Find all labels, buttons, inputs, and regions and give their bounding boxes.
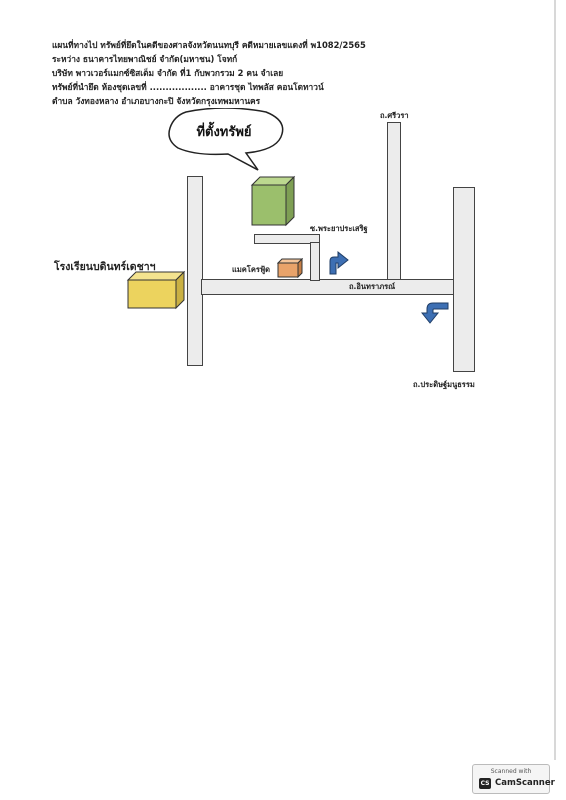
page-edge [554,0,556,760]
badge-scanned-with: Scanned with [490,768,532,775]
road-soi-horizontal [254,234,320,244]
school-label: โรงเรียนบดินทร์เดชาฯ [54,261,156,273]
header-line-2: ระหว่าง ธนาคารไทยพาณิชย์ จำกัด(มหาชน) โจ… [52,54,238,64]
target-building-front [251,184,287,226]
header-line-5: ตำบล วังทองหลาง อำเภอบางกะปิ จังหวัดกรุง… [52,96,261,106]
makro-building-side [297,258,303,278]
makro-building [277,258,303,278]
road-soi-vertical [310,242,320,281]
header-line-3: บริษัท พาวเวอร์แมกซ์ซิสเต็ม จำกัด ที่1 ก… [52,68,284,78]
header-line-4: ทรัพย์ที่นำยึด ห้องชุดเลขที่ ...........… [52,82,324,92]
road-pracha [453,187,475,372]
road-soi-label: ซ.พระยาประเสริฐ [310,224,368,233]
road-pracha-label: ถ.ประดิษฐ์มนูธรรม [413,380,475,389]
camscanner-badge: Scanned with CS CamScanner [472,764,555,794]
road-intraporn [201,279,454,295]
target-building-side [285,175,295,227]
badge-brand: CamScanner [495,778,555,788]
document-header: แผนที่ทางไป ทรัพย์ที่ยึดในคดีของศาลจังหว… [52,38,492,108]
arrow-intraporn-turn-icon [421,302,449,324]
callout-bubble-shape [168,108,284,171]
road-sriwara-label: ถ.ศรีวรา [380,111,409,120]
road-intraporn-label: ถ.อินทราภรณ์ [349,282,396,291]
road-sriwara [387,122,401,280]
school-building [126,270,186,310]
target-building [250,175,296,227]
header-line-1: แผนที่ทางไป ทรัพย์ที่ยึดในคดีของศาลจังหว… [52,40,366,50]
arrow-soi-turn-icon [329,250,349,275]
callout-label: ที่ตั้งทรัพย์ [196,124,252,140]
camscanner-logo-icon: CS [479,778,491,789]
makro-building-front [277,262,299,278]
makro-label: แมคโครฟู้ด [232,265,271,274]
school-building-front [127,279,177,309]
road-left-vertical [187,176,203,366]
